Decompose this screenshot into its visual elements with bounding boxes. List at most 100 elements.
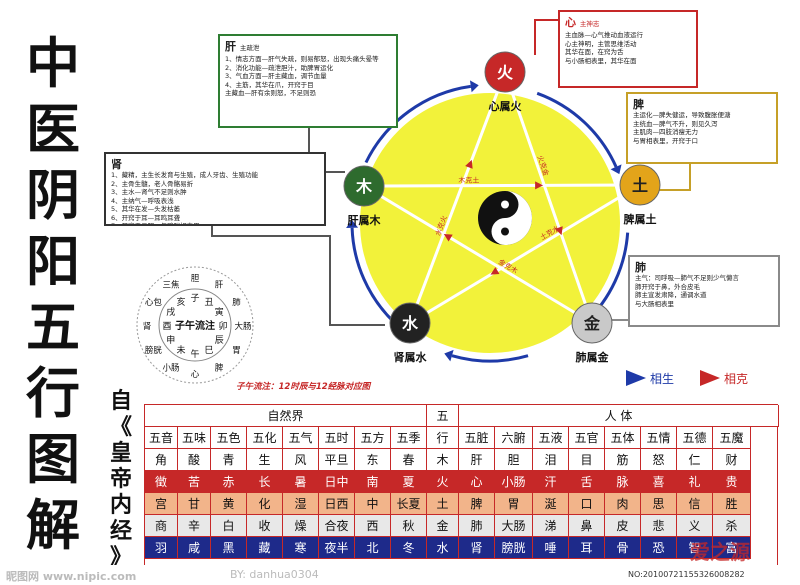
clock-caption: 子午流注：12时辰与12经脉对应图 xyxy=(236,380,370,392)
table-cell: 木 xyxy=(427,449,459,471)
footer-site: 昵图网 www.nipic.com xyxy=(6,568,136,584)
clock-organ: 膀胱 xyxy=(145,345,163,356)
heart-box-title: 心 主神志 xyxy=(565,16,691,31)
box-line: 与小肠相表里，其华在面 xyxy=(565,57,691,66)
table-cell: 杀 xyxy=(713,515,751,537)
clock-branch: 寅 xyxy=(215,306,224,318)
box-line: 4、主筋，其华在爪，开窍于目 xyxy=(225,81,391,90)
table-cell: 赤 xyxy=(211,471,247,493)
table-cell: 汗 xyxy=(533,471,569,493)
table-cell: 青 xyxy=(211,449,247,471)
box-line: 主血脉—心气推动血液运行 xyxy=(565,31,691,40)
table-cell: 金 xyxy=(427,515,459,537)
heart-info-box: 心 主神志 主血脉—心气推动血液运行心主神明，主管思维活动其华在面，在窍为舌与小… xyxy=(558,10,698,88)
table-cell: 涎 xyxy=(533,493,569,515)
spleen-info-box: 脾 主运化—脾失健运，导致腹胀便溏主统血—脾气不升，则见久泻主肌肉—四肢消瘦无力… xyxy=(626,92,778,164)
table-group-body: 人 体 xyxy=(459,405,779,427)
table-cell: 恐 xyxy=(641,537,677,559)
table-cell: 宫 xyxy=(145,493,178,515)
table-cell: 咸 xyxy=(178,537,211,559)
source-char: 《 xyxy=(104,414,138,440)
legend-sheng-arrow xyxy=(626,370,646,386)
box-line: 3、主水—肾气不足则水肿 xyxy=(111,188,319,197)
table-cell: 白 xyxy=(211,515,247,537)
table-header: 五情 xyxy=(641,427,677,449)
table-cell: 角 xyxy=(145,449,178,471)
clock-branch: 午 xyxy=(190,348,199,360)
taiji-icon xyxy=(478,191,532,245)
sheng-arrowhead xyxy=(470,80,479,92)
footer-author: BY: danhua0304 xyxy=(230,568,319,581)
element-label-earth: 脾属土 xyxy=(624,212,657,226)
table-cell: 喜 xyxy=(641,471,677,493)
table-cell: 思 xyxy=(641,493,677,515)
table-cell: 辛 xyxy=(178,515,211,537)
table-cell: 泪 xyxy=(533,449,569,471)
clock-organ: 心 xyxy=(191,370,200,380)
clock-branch: 辰 xyxy=(215,335,224,346)
table-cell: 涕 xyxy=(533,515,569,537)
box-line: 2、消化功能—疏泄胆汁，助脾胃运化 xyxy=(225,64,391,73)
clock-branch: 申 xyxy=(166,334,175,346)
element-char-metal: 金 xyxy=(583,314,601,333)
clock-branch: 丑 xyxy=(204,297,213,308)
box-line: 心主神明，主管思维活动 xyxy=(565,40,691,49)
table-cell: 财 xyxy=(713,449,751,471)
table-cell: 肾 xyxy=(459,537,495,559)
clock-branch: 子 xyxy=(190,293,199,304)
table-cell: 仁 xyxy=(677,449,713,471)
footer-id: NO:20100721155326008282 xyxy=(628,570,745,579)
legend-ke-label: 相克 xyxy=(724,370,748,387)
clock-organ: 小肠 xyxy=(162,363,179,374)
table-cell: 长夏 xyxy=(391,493,427,515)
table-header: 五色 xyxy=(211,427,247,449)
table-cell: 暑 xyxy=(283,471,319,493)
table-header: 五音 xyxy=(145,427,178,449)
table-cell: 唾 xyxy=(533,537,569,559)
table-cell: 平旦 xyxy=(319,449,355,471)
table-cell: 舌 xyxy=(569,471,605,493)
table-cell: 秋 xyxy=(391,515,427,537)
table-cell: 怒 xyxy=(641,449,677,471)
clock-branch: 巳 xyxy=(204,345,213,356)
element-label-fire: 心属火 xyxy=(489,100,523,113)
table-cell: 日中 xyxy=(319,471,355,493)
table-cell: 商 xyxy=(145,515,178,537)
box-line: 其华在面，在窍为舌 xyxy=(565,48,691,57)
table-cell: 湿 xyxy=(283,493,319,515)
table-cell: 夜半 xyxy=(319,537,355,559)
lung-box-title: 肺 xyxy=(635,261,773,274)
table-group-wuxing: 五 xyxy=(427,405,459,427)
box-line: 7、开窍于二阴，与膀胱相表里 xyxy=(111,222,319,226)
table-cell: 胃 xyxy=(495,493,533,515)
table-cell: 肉 xyxy=(605,493,641,515)
table-cell: 火 xyxy=(427,471,459,493)
box-line: 主统血—脾气不升，则见久泻 xyxy=(633,120,771,129)
lung-info-box: 肺 主气：司呼吸—肺气不足则少气懒言肺开窍于鼻，外合皮毛肺主宣发肃降，通调水道与… xyxy=(628,255,780,327)
table-cell: 风 xyxy=(283,449,319,471)
table-cell: 骨 xyxy=(605,537,641,559)
watermark-text: 爱之源 xyxy=(690,536,750,565)
table-header: 五脏 xyxy=(459,427,495,449)
table-cell: 化 xyxy=(247,493,283,515)
table-cell: 西 xyxy=(355,515,391,537)
table-cell: 寒 xyxy=(283,537,319,559)
table-header: 六腑 xyxy=(495,427,533,449)
source-char: 内 xyxy=(104,492,138,518)
box-line: 主肌肉—四肢消瘦无力 xyxy=(633,128,771,137)
element-node-earth: 土脾属土 xyxy=(620,165,660,226)
element-node-water: 水肾属水 xyxy=(390,303,430,364)
box-line: 6、开窍于耳—耳鸣耳聋 xyxy=(111,214,319,223)
clock-branch: 亥 xyxy=(176,296,185,308)
element-char-water: 水 xyxy=(402,314,419,333)
table-cell: 冬 xyxy=(391,537,427,559)
table-cell: 徵 xyxy=(145,471,178,493)
table-cell: 黄 xyxy=(211,493,247,515)
clock-center: 子午流注 xyxy=(175,319,215,332)
table-cell: 夏 xyxy=(391,471,427,493)
element-node-fire: 火心属火 xyxy=(485,52,525,113)
box-line: 主气：司呼吸—肺气不足则少气懒言 xyxy=(635,274,773,283)
